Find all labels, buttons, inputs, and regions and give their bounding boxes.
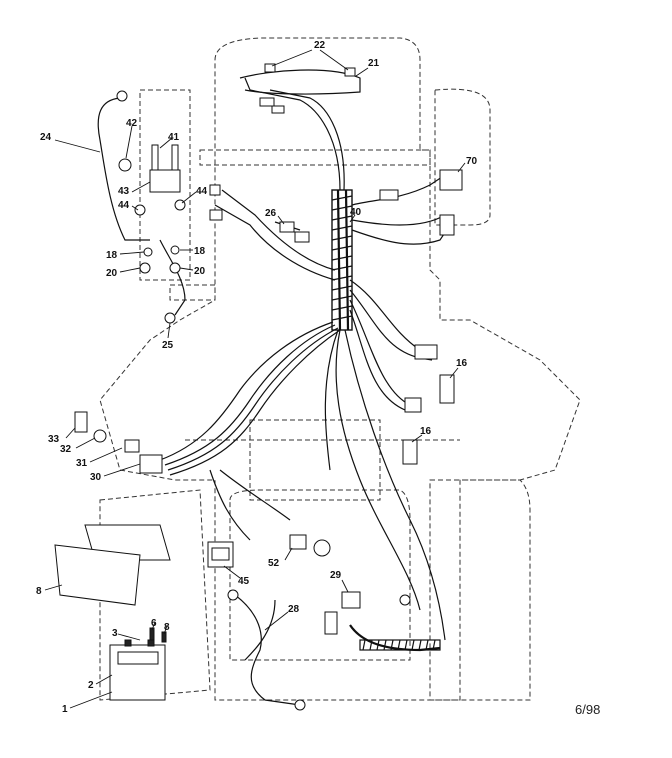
callout-40: 40 xyxy=(350,207,362,218)
callout-52: 52 xyxy=(268,558,280,569)
battery-top xyxy=(117,651,159,665)
callout-21: 21 xyxy=(368,58,380,69)
switch-stud-2 xyxy=(171,144,179,171)
tractor-outline xyxy=(99,37,581,701)
callout-33: 33 xyxy=(48,434,60,445)
battery-holddown xyxy=(54,544,141,606)
callout-45: 45 xyxy=(238,576,250,587)
callout-16-lower: 16 xyxy=(420,426,432,437)
callout-28: 28 xyxy=(288,604,300,615)
switch-bracket xyxy=(149,169,181,193)
connector-right-a xyxy=(414,344,438,360)
connector-16b xyxy=(402,439,418,465)
callout-24: 24 xyxy=(40,132,52,143)
callout-22: 22 xyxy=(314,40,326,51)
callout-26: 26 xyxy=(265,208,277,219)
callout-3: 3 xyxy=(112,628,118,639)
callout-44-right: 44 xyxy=(196,186,208,197)
part-52-loop xyxy=(313,539,331,557)
connector-22a xyxy=(264,63,276,73)
bottom-coil xyxy=(359,639,441,651)
callout-42: 42 xyxy=(126,118,138,129)
callout-labels: 22 21 24 42 41 43 44 44 70 26 40 18 18 2… xyxy=(36,40,478,715)
harness-coil xyxy=(331,189,353,331)
wiring-harness xyxy=(97,69,451,706)
connector-22b xyxy=(344,67,356,77)
callout-6: 6 xyxy=(151,618,157,629)
callout-29: 29 xyxy=(330,570,342,581)
callout-44-left: 44 xyxy=(118,200,130,211)
connector-26a xyxy=(279,221,295,233)
callout-41: 41 xyxy=(168,132,180,143)
part-31 xyxy=(124,439,140,453)
callout-31: 31 xyxy=(76,458,88,469)
module-45-face xyxy=(211,547,230,561)
connector-26b xyxy=(294,231,310,243)
connector-upper-left-2 xyxy=(209,209,223,221)
nut-8 xyxy=(161,631,167,643)
leader-lines xyxy=(44,49,466,709)
callout-43: 43 xyxy=(118,186,130,197)
connector-30 xyxy=(139,454,163,474)
bolt-6 xyxy=(149,627,155,641)
part-42 xyxy=(118,158,132,172)
callout-20-right: 20 xyxy=(194,266,206,277)
connector-16a xyxy=(439,374,455,404)
callout-70: 70 xyxy=(466,156,478,167)
battery-terminal-neg xyxy=(124,639,132,647)
connector-bottom xyxy=(324,611,338,635)
connector-right-2 xyxy=(439,214,455,236)
connector-right-b xyxy=(404,397,422,413)
revision-date: 6/98 xyxy=(575,702,600,717)
battery-terminal-pos xyxy=(147,639,155,647)
ring-terminal-28b xyxy=(294,699,306,711)
callout-1: 1 xyxy=(62,704,68,715)
connector-mid-right xyxy=(379,189,399,201)
nut-20b xyxy=(169,262,181,274)
ring-terminal-28a xyxy=(227,589,239,601)
washer-18a xyxy=(143,247,153,257)
callout-18-right: 18 xyxy=(194,246,206,257)
switch-stud xyxy=(151,144,159,171)
washer-18b xyxy=(170,245,180,255)
callout-2: 2 xyxy=(88,680,94,691)
callout-18-left: 18 xyxy=(106,250,118,261)
connector-top-left xyxy=(259,97,275,107)
part-52 xyxy=(289,534,307,550)
ring-terminal-24 xyxy=(116,90,128,102)
callout-32: 32 xyxy=(60,444,72,455)
nut-20a xyxy=(139,262,151,274)
solenoid-29 xyxy=(341,591,361,609)
connector-upper-left xyxy=(209,184,221,196)
part-33 xyxy=(74,411,88,433)
callout-8-tray: 8 xyxy=(36,586,42,597)
connector-70 xyxy=(439,169,463,191)
callout-8-hardware: 8 xyxy=(164,622,170,633)
callout-25: 25 xyxy=(162,340,174,351)
callout-30: 30 xyxy=(90,472,102,483)
part-32 xyxy=(93,429,107,443)
ring-terminal-25 xyxy=(164,312,176,324)
connector-top-left-2 xyxy=(271,105,285,114)
components xyxy=(54,63,463,711)
callout-16-upper: 16 xyxy=(456,358,468,369)
callout-20-left: 20 xyxy=(106,268,118,279)
nut-44a xyxy=(134,204,146,216)
ring-terminal-bottom-right xyxy=(399,594,411,606)
